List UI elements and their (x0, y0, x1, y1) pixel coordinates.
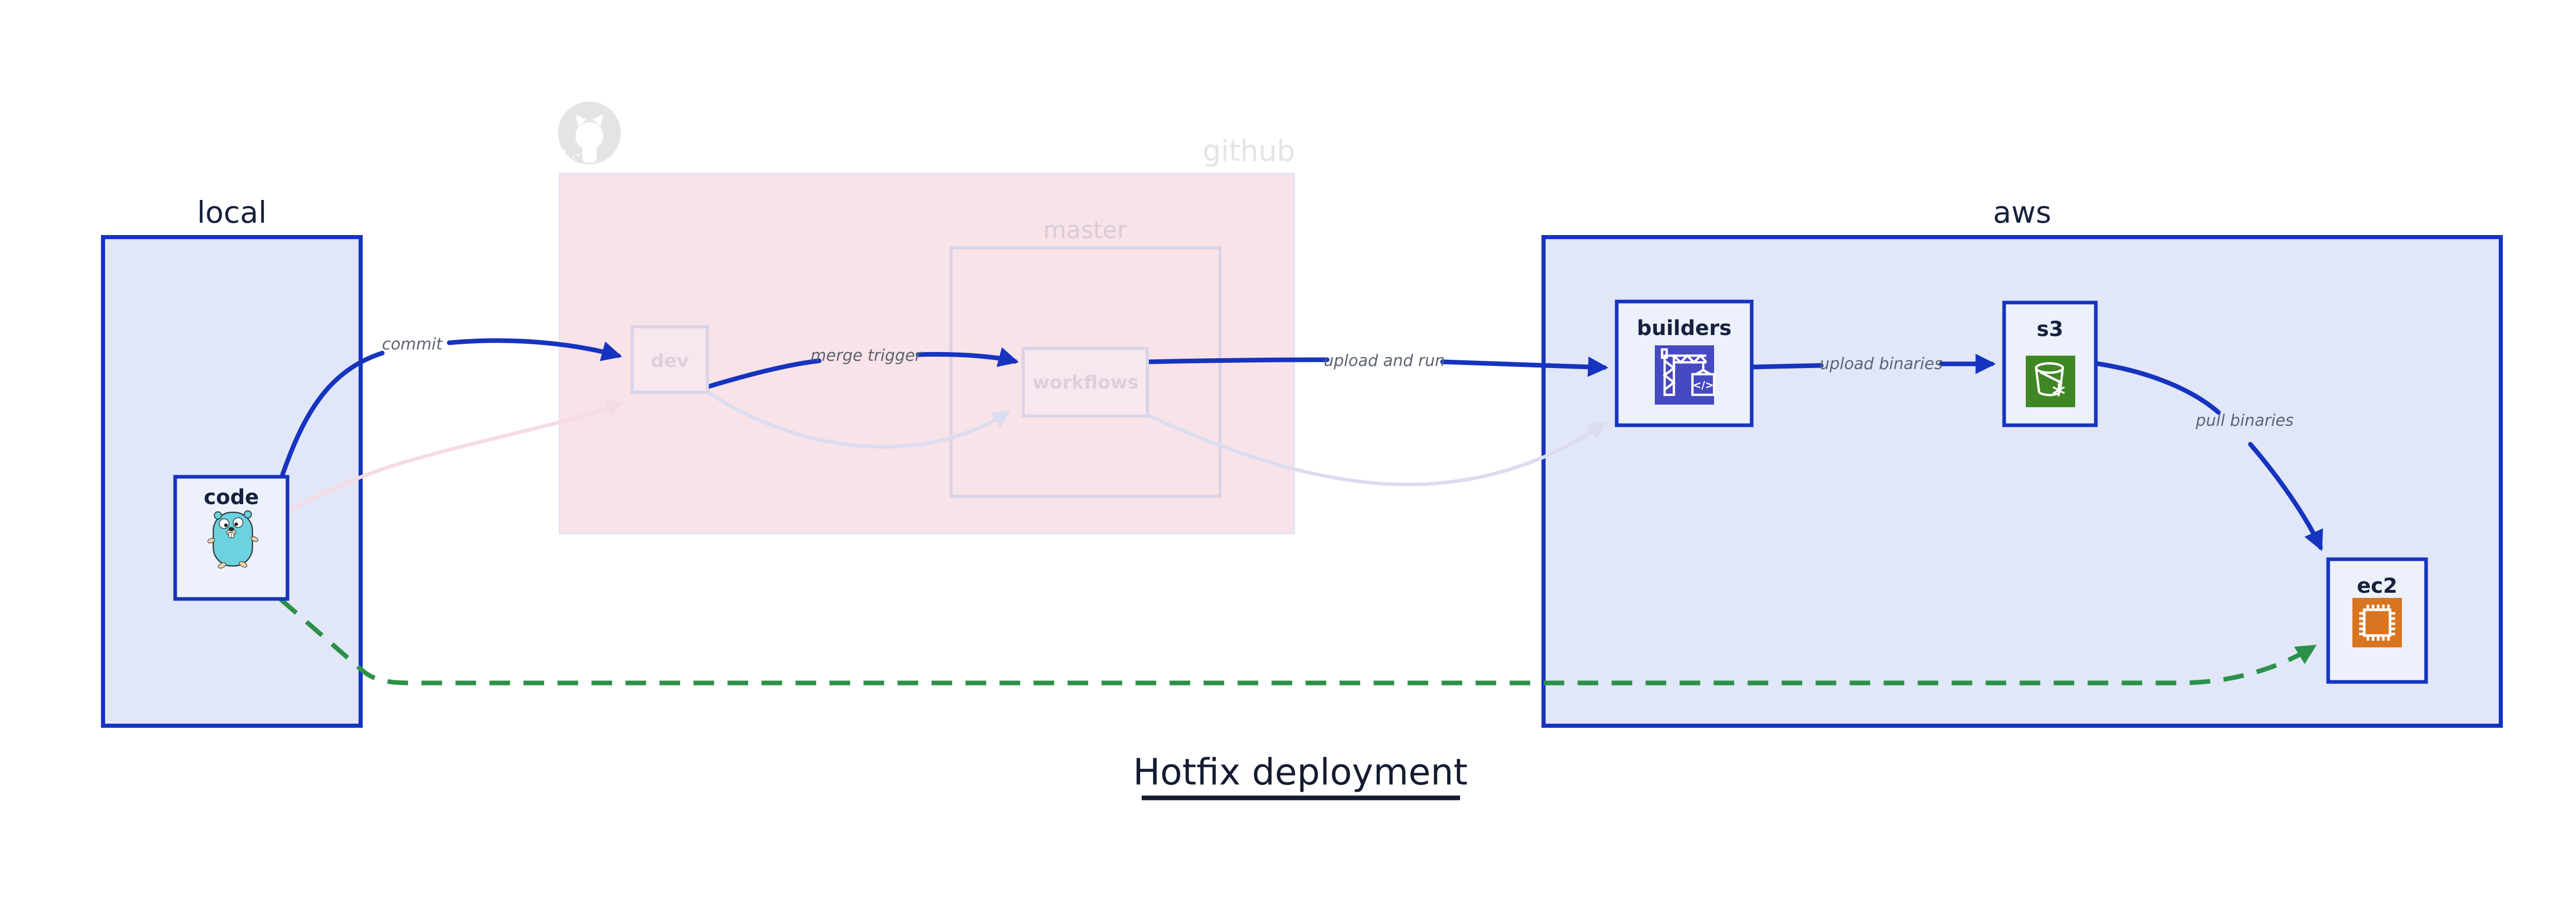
github-label: github (1202, 135, 1295, 168)
edge-label-upload-and-run: upload and run (1324, 352, 1445, 370)
aws-codebuild-icon: </> (1655, 345, 1716, 405)
container-master: master (950, 216, 1222, 498)
github-octocat-icon (558, 102, 621, 164)
edge-upload-binaries: upload binaries (1750, 354, 1996, 374)
workflows-label: workflows (1032, 372, 1139, 393)
builders-label: builders (1637, 316, 1732, 340)
container-local: local (101, 195, 363, 728)
node-ec2: ec2 (2326, 557, 2428, 684)
edge-upload-and-run: upload and run (1146, 352, 1608, 377)
edge-label-upload-binaries: upload binaries (1820, 355, 1943, 373)
dev-label: dev (651, 350, 689, 372)
container-github: github (558, 102, 1295, 534)
node-builders: builders </> (1615, 299, 1754, 427)
edge-label-merge-trigger: merge trigger (810, 346, 923, 365)
node-dev: dev (631, 325, 709, 394)
node-s3: s3 (2002, 300, 2098, 427)
svg-text:</>: </> (1693, 379, 1714, 391)
aws-ec2-icon (2352, 598, 2402, 647)
edge-hotfix-dashed (279, 597, 2317, 686)
edge-dev-workflows-faded (705, 390, 1010, 449)
edge-label-commit: commit (382, 335, 443, 354)
edge-workflows-builders-faded (1145, 413, 1606, 487)
ec2-label: ec2 (2357, 574, 2398, 598)
edge-commit: commit (279, 335, 622, 479)
aws-label: aws (1993, 195, 2051, 230)
edge-label-pull-binaries: pull binaries (2195, 411, 2294, 430)
go-gopher-icon (207, 510, 259, 569)
local-label: local (197, 195, 266, 230)
s3-label: s3 (2037, 318, 2063, 341)
node-code: code (173, 475, 290, 601)
node-workflows: workflows (1022, 347, 1149, 417)
edge-code-dev-faded (285, 400, 624, 512)
edge-pull-binaries: pull binaries (2093, 361, 2323, 552)
title-text: Hotfix deployment (1133, 751, 1467, 793)
aws-s3-glacier-icon (2026, 356, 2075, 407)
diagram-title: Hotfix deployment (1133, 751, 1468, 800)
master-label: master (1043, 216, 1127, 244)
code-label: code (204, 486, 259, 509)
edge-merge-trigger: merge trigger (706, 346, 1019, 389)
